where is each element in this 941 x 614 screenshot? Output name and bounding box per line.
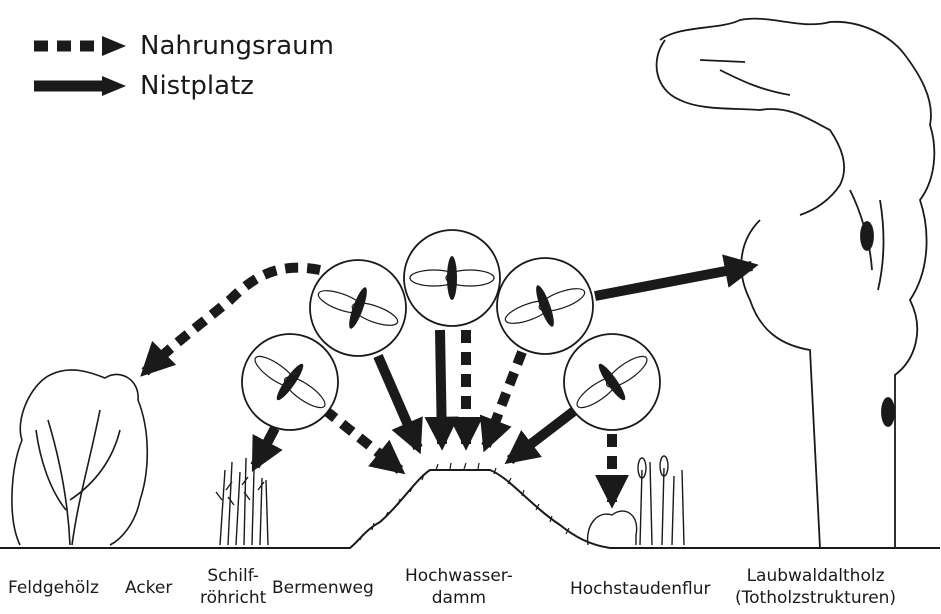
habitat-label-hochwasserdamm: Hochwasser- damm (405, 565, 513, 609)
legend-swatch-nistplatz (34, 76, 126, 96)
tall-herbs (588, 456, 684, 545)
arrow-nest-to-tree (595, 266, 752, 296)
habitat-label-feldgehoelz: Feldgehölz (8, 577, 99, 599)
bee-circle-3 (404, 230, 500, 326)
habitat-label-acker: Acker (125, 577, 172, 599)
habitat-label-bermenweg: Bermenweg (272, 577, 374, 599)
legend-swatch-nahrungsraum (34, 36, 126, 56)
arrow-nest-to-reed (255, 428, 275, 466)
bee-circle-1 (242, 334, 338, 430)
hedge-shrub (12, 370, 147, 545)
old-deciduous-tree (657, 19, 935, 548)
legend-label-nahrungsraum: Nahrungsraum (140, 31, 334, 61)
legend-label-nistplatz: Nistplatz (140, 71, 254, 101)
ground-line (0, 470, 940, 548)
arrow-nest-to-dam-1 (378, 356, 418, 448)
arrow-feeding-to-dam-3 (486, 352, 522, 446)
arrow-nest-to-dam-3 (510, 408, 578, 460)
dam-grass (360, 463, 569, 540)
habitat-label-hochstaudenflur: Hochstaudenflur (570, 578, 711, 600)
arrow-nest-to-dam-2 (440, 330, 442, 444)
habitat-label-laubwaldaltholz: Laubwaldaltholz (Totholzstrukturen) (735, 565, 896, 609)
habitat-label-schilfroehricht: Schilf- röhricht (200, 565, 266, 609)
bee-circle-2 (310, 260, 406, 356)
bee-circle-5 (564, 334, 660, 430)
reed-bed (216, 458, 268, 545)
bee-circle-4 (497, 258, 593, 354)
arrow-feeding-to-dam-1 (325, 410, 400, 470)
